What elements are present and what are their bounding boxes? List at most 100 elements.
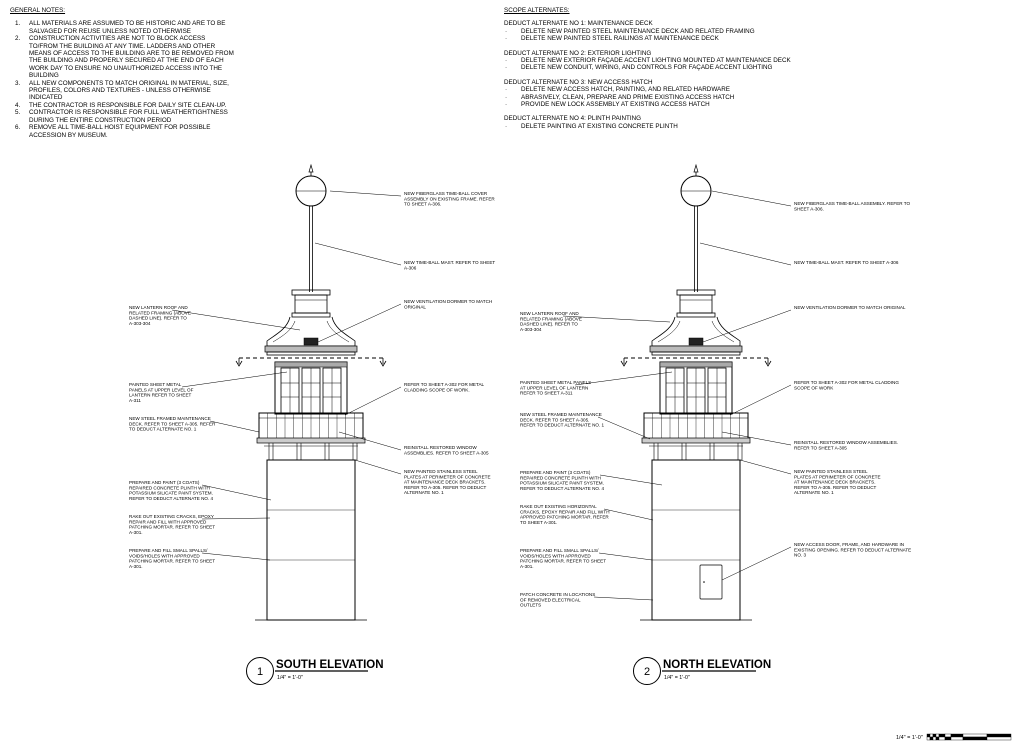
callout-line: NEW LANTERN ROOF AND [129,305,188,310]
drawing-number-bubble [246,657,274,685]
callout-line: NEW PAINTED STAINLESS STEEL [794,469,868,474]
callout-note: PREPARE AND PAINT (3 COATS)REPAIRED CONC… [129,480,214,501]
cupola-cap [676,289,716,296]
callout-line: REPAIRED CONCRETE PLINTH WITH [129,485,210,490]
general-notes-heading: GENERAL NOTES: [10,7,66,14]
callout-line: REFER TO DEDUCT ALTERNATE NO. 4 [129,496,214,501]
callout-line: POTASSIUM SILICATE PAINT SYSTEM. [520,481,604,486]
general-note-number: 6. [15,124,21,132]
scope-alternate-item: DELETE NEW PAINTED STEEL MAINTENANCE DEC… [504,28,824,36]
callout-note: PREPARE AND FILL SMALL SPALLS/VOIDS/HOLE… [520,548,606,569]
scale-cell-bottom [962,736,988,741]
callout-line: PREPARE AND FILL SMALL SPALLS/ [520,548,599,553]
general-note-number: 4. [15,101,21,109]
callout-line: RAKE OUT EXISTING CRACKS, EPOXY [129,514,214,519]
scale-cell-bottom [935,736,940,741]
leader-line [171,309,301,331]
callout-line: A-301. [129,530,143,535]
mast-finial [693,163,699,173]
concrete-plinth [651,459,741,621]
dashed-line-arrow [235,358,243,367]
callout-line: DASHED LINE). REFER TO [520,322,578,327]
callout-line: PANELS AT UPPER LEVEL OF [129,387,194,392]
callout-line: NO. 3 [794,553,806,558]
door-handle [703,581,705,583]
callout-line: CLADDING SCOPE OF WORK. [404,387,470,392]
callout-line: NEW VENTILATION DORMER TO MATCH [404,299,492,304]
scope-alternate-item: PROVIDE NEW LOCK ASSEMBLY AT EXISTING AC… [504,101,824,109]
callout-line: NEW VENTILATION DORMER TO MATCH ORIGINAL [794,305,906,310]
callout-line: ORIGINAL [404,304,426,309]
callout-line: A-311 [129,398,141,403]
callout-line: PLATES AT PERIMETER OF CONCRETE [404,474,491,479]
scale-cell-bottom [944,736,952,741]
callout-line: NEW TIME-BALL MAST. REFER TO SHEET [404,260,495,265]
callout-line: NEW PAINTED STAINLESS STEEL [404,469,478,474]
callout-line: A-303-304 [520,327,542,332]
callout-line: NEW STEEL FRAMED MAINTENANCE [129,416,211,421]
leader-line [702,309,792,343]
general-note-text: THE CONTRACTOR IS RESPONSIBLE FOR DAILY … [29,101,227,109]
south-elevation-drawing [235,163,387,621]
callout-line: PLATES AT PERIMETER OF CONCRETE [794,474,881,479]
callout-line: A-306 [404,265,417,270]
callout-line: PAINTED SHEET METAL [129,382,182,387]
cupola [679,294,713,314]
callout-line: NEW LANTERN ROOF AND [520,311,579,316]
callout-line: PATCHING MORTAR. REFER TO SHEET [520,559,606,564]
drawing-number: 1 [257,666,263,678]
leader-line [201,484,272,501]
leader-line [699,242,792,266]
callout-line: DECK. REFER TO SHEET A-305. REFER [129,421,216,426]
roof-rib [657,320,681,343]
scale-cell-top [935,733,940,738]
callout-line: PATCH CONCRETE IN LOCATIONS [520,592,595,597]
callout-line: SCOPE OF WORK [794,385,834,390]
leader-line [329,190,402,197]
callout-line: ALTERNATE NO. 1 [404,490,444,495]
callout-line: REINSTALL RESTORED WINDOW ASSEMBLIES. [794,440,898,445]
callout-line: REINSTALL RESTORED WINDOW [404,445,477,450]
scale-cell-top [944,733,952,738]
ventilation-dormer [303,337,319,346]
general-note-item: 2.CONSTRUCTION ACTIVITIES ARE NOT TO BLO… [10,35,235,79]
general-note-number: 3. [15,79,21,87]
callout-line: EXISTING OPENING. REFER TO DEDUCT ALTERN… [794,547,911,552]
scope-alternate-title: DEDUCT ALTERNATE NO 4: PLINTH PAINTING [504,115,642,123]
cornice [264,345,358,353]
callout-line: REFER TO SHEET A-305 [794,445,847,450]
drawing-title: NORTH ELEVATION [663,659,771,671]
callout-line: AT UPPER LEVEL OF LANTERN [520,385,588,390]
scale-cell-top [986,733,1012,738]
scope-alternate-group: DEDUCT ALTERNATE NO 4: PLINTH PAINTINGDE… [504,115,824,130]
callout-line: AT MAINTENANCE DECK BRACKETS. [794,480,876,485]
scope-alternates-heading: SCOPE ALTERNATES: [504,7,570,14]
general-note-item: 5.CONTRACTOR IS RESPONSIBLE FOR FULL WEA… [10,109,235,124]
deck-platform [256,437,366,444]
callout-line: CRACKS, EPOXY REPAIR AND FILL WITH [520,509,610,514]
cupola-base [291,312,331,318]
scale-cell-bottom [926,736,931,741]
callout-line: A-301. [129,564,143,569]
general-notes: GENERAL NOTES: 1.ALL MATERIALS ARE ASSUM… [10,7,235,139]
leader-line [574,371,673,386]
leader-line [597,416,651,440]
scope-alternate-title: DEDUCT ALTERNATE NO 3: NEW ACCESS HATCH [504,78,653,86]
drawing-number: 2 [644,666,650,678]
scope-alternate-group: DEDUCT ALTERNATE NO 2: EXTERIOR LIGHTING… [504,49,824,73]
scope-alternate-group: DEDUCT ALTERNATE NO 1: MAINTENANCE DECKD… [504,20,824,43]
leader-line [603,508,654,521]
callout-line: REFER TO SHEET A-302 FOR METAL CLADDING [794,380,899,385]
callout-line: APPROVED PATCHING MORTAR. REFER [520,515,609,520]
concrete-plinth [266,459,356,621]
scope-alternate-title: DEDUCT ALTERNATE NO 1: MAINTENANCE DECK [504,20,653,28]
scope-alternate-title: DEDUCT ALTERNATE NO 2: EXTERIOR LIGHTING [504,49,652,57]
